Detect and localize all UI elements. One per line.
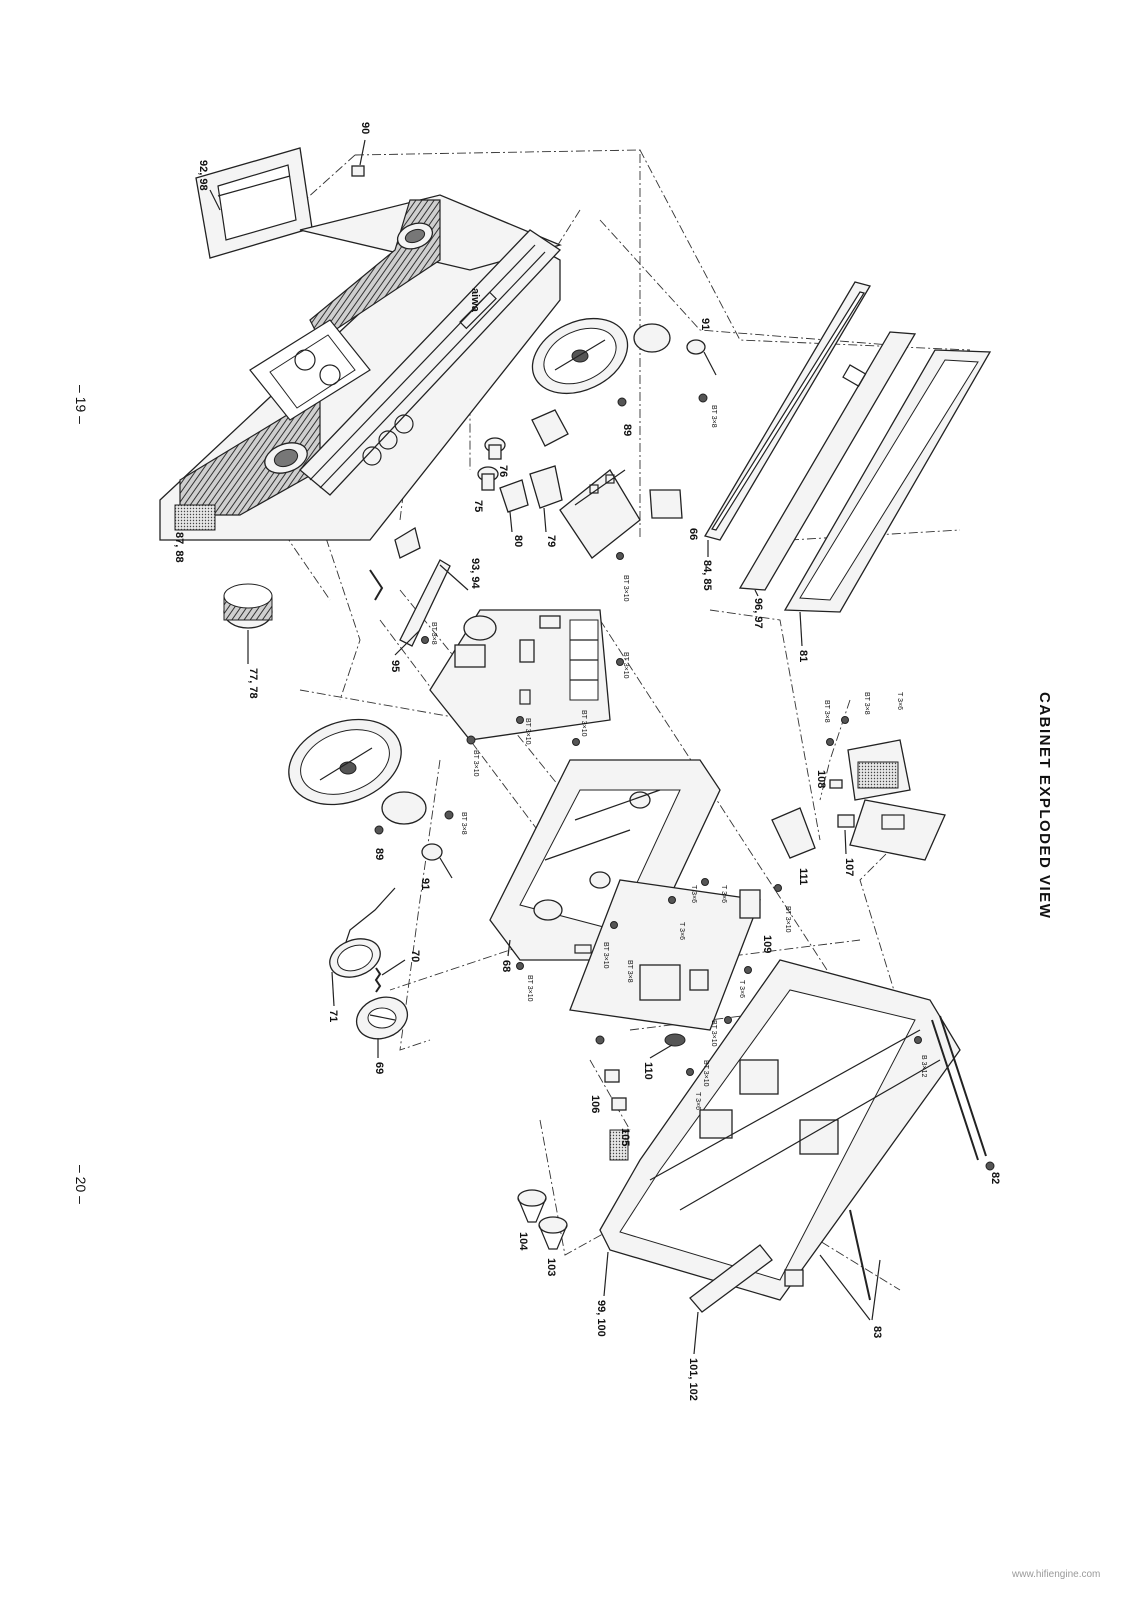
callout-83: 83 [871,1326,883,1338]
callout-87-88: 87, 88 [173,532,185,563]
callout-107: 107 [843,858,855,876]
screw-label: BT 3×10 [472,750,479,777]
callout-91-upper: 91 [699,318,711,330]
control-buttons [477,409,569,513]
screw-label: BT 3×8 [823,700,830,723]
rear-cabinet [599,959,961,1313]
screw-label: T 3×6 [896,692,903,710]
sub-pcb [569,879,761,1111]
screw-label: BT 3×10 [784,906,791,933]
callout-108: 108 [815,770,827,788]
power-section [771,739,946,861]
callout-71: 71 [327,1010,339,1022]
callout-91-lower: 91 [419,878,431,890]
top-panels [704,281,992,613]
callout-104: 104 [517,1232,529,1251]
callout-70: 70 [409,950,421,962]
callout-66: 66 [687,528,699,540]
screw-labels: BT 3×8 BT 3×10 BT 3×10 BT 3×10 BT 3×10 B… [430,405,927,1110]
screw-label: BT 3×10 [526,975,533,1002]
front-cabinet: aiwa [159,194,562,541]
callout-80: 80 [512,535,524,547]
door-parts [329,887,409,1040]
screw-label: T 3×6 [738,980,745,998]
rubber-feet [517,1189,568,1250]
speaker-lower [288,718,476,879]
callout-101-102: 101, 102 [687,1358,699,1401]
page-number-left: – 19 – [73,385,89,424]
callout-103: 103 [545,1258,557,1276]
screw-label: BT 3×10 [702,1060,709,1087]
screw-label: BT 3×10 [622,575,629,602]
callout-84-85: 84, 85 [701,560,713,591]
callout-93-94: 93, 94 [469,558,481,589]
screw-label: BT 3×8 [460,812,467,835]
watermark: www.hifiengine.com [1011,1569,1100,1580]
speaker-upper [531,317,717,407]
rods [819,1015,995,1321]
screw-label: BT 3×8 [430,622,437,645]
svg-text:aiwa: aiwa [469,288,481,313]
callout-89-lower: 89 [373,848,385,860]
part-callouts: 90 92, 98 91 89 76 75 80 79 66 84, 85 96… [173,122,1001,1401]
callout-90: 90 [359,122,371,134]
callout-69: 69 [373,1062,385,1074]
screw-heads [421,552,922,1076]
callout-96-97: 96, 97 [752,598,764,629]
callout-76: 76 [497,465,509,477]
callout-111: 111 [797,868,809,885]
switch-block [559,469,683,559]
screw-label: B 3×12 [920,1055,927,1077]
screw-label: BT 3×10 [602,942,609,969]
callout-81: 81 [797,650,809,662]
page-number-right: – 20 – [73,1165,89,1204]
screw-label: T 3×6 [694,1092,701,1110]
callout-109: 109 [761,935,773,953]
callout-75: 75 [472,500,484,512]
screw-label: BT 3×10 [622,652,629,679]
screw-label: BT 3×8 [863,692,870,715]
screw-label: T 3×6 [690,885,697,903]
callout-105: 105 [619,1128,631,1146]
callout-95: 95 [389,660,401,672]
screw-label: BT 3×8 [710,405,717,428]
main-pcb [369,526,611,741]
callout-110: 110 [642,1062,654,1080]
screw-label: T 3×6 [720,885,727,903]
callout-68: 68 [500,960,512,972]
tuning-knob [223,583,273,629]
callout-92-98: 92, 98 [197,160,209,191]
screw-label: T 3×6 [678,922,685,940]
screw-label: BT 3×10 [710,1020,717,1047]
screw-label: BT 3×10 [580,710,587,737]
callout-106: 106 [589,1095,601,1113]
callout-77-78: 77, 78 [247,668,259,699]
callout-82: 82 [989,1172,1001,1184]
callout-99-100: 99, 100 [595,1300,607,1337]
callout-79: 79 [545,535,557,547]
screw-label: BT 3×10 [524,718,531,745]
callout-89-upper: 89 [621,424,633,436]
page-title: CABINET EXPLODED VIEW [1036,692,1053,919]
screw-label: BT 3×8 [626,960,633,983]
front-window-assembly [195,147,313,259]
